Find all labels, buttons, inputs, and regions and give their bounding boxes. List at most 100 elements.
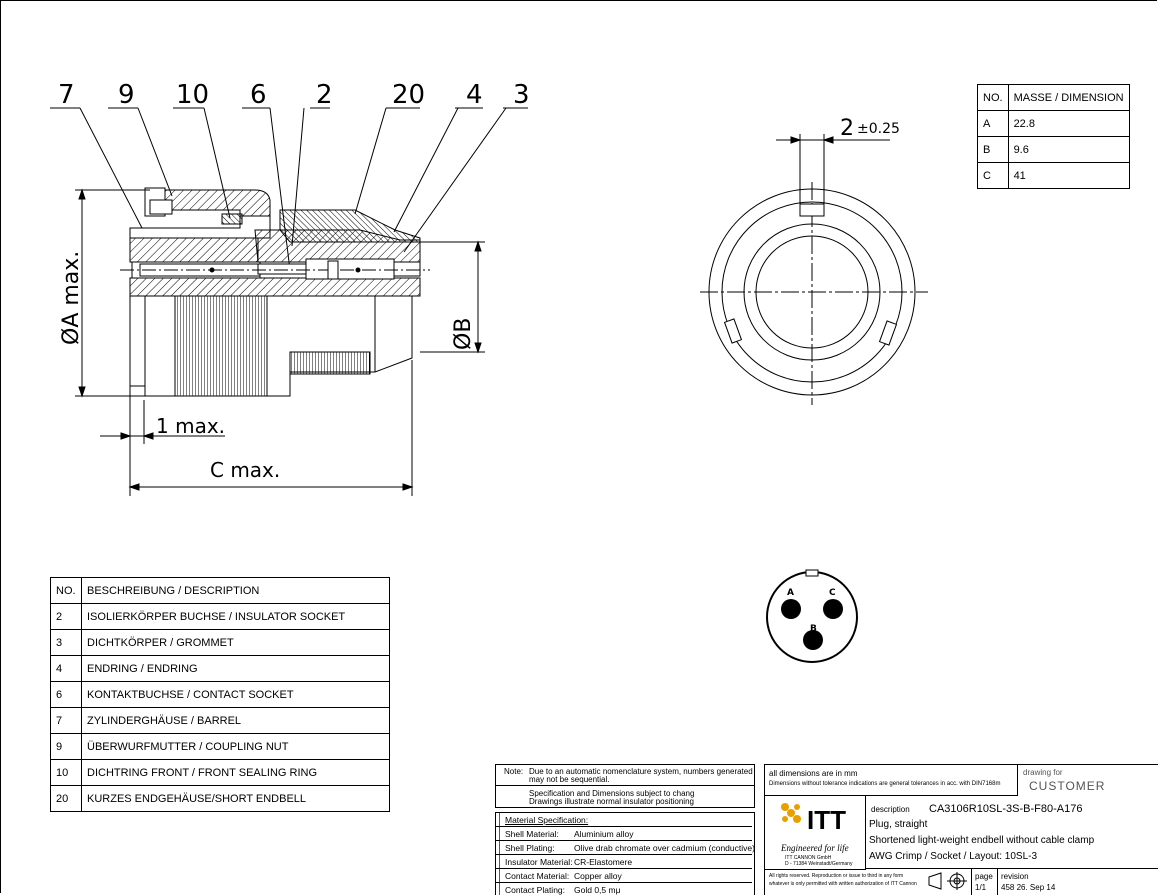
dims-cell: A (977, 110, 1009, 137)
table-row: NO. MASSE / DIMENSION (977, 84, 1130, 111)
material-title: Material Specification: (505, 815, 589, 825)
exterior-view (129, 295, 413, 397)
dim-b-label: ØB (451, 318, 476, 350)
units-line: all dimensions are in mm (769, 769, 858, 778)
table-row: A 22.8 (977, 110, 1130, 137)
material-value: Olive drab chromate over cadmium (conduc… (574, 843, 755, 853)
revision-value: 458 26. Sep 14 (1001, 883, 1056, 892)
material-label: Shell Material: (505, 829, 559, 839)
dim-one-max: 1 max. (156, 414, 225, 438)
contact-layout: A C B (766, 569, 858, 663)
callout-9: 9 (118, 80, 135, 110)
material-value: CR-Elastomere (574, 857, 633, 867)
parts-cell: DICHTKÖRPER / GROMMET (81, 629, 390, 656)
parts-cell: 20 (50, 785, 82, 812)
company-line-2: D - 71384 Weinstadt/Germany (785, 861, 853, 867)
contact-b (803, 630, 823, 650)
drawing-for-value: CUSTOMER (1029, 779, 1106, 793)
table-row: NO. BESCHREIBUNG / DESCRIPTION (50, 577, 390, 604)
part-number: CA3106R10SL-3S-B-F80-A176 (929, 803, 1083, 815)
description-line-3: AWG Crimp / Socket / Layout: 10SL-3 (869, 851, 1038, 862)
contact-label-c: C (829, 588, 836, 598)
section-view (120, 187, 430, 297)
material-label: Contact Plating: (505, 885, 566, 895)
parts-cell: KURZES ENDGEHÄUSE/SHORT ENDBELL (81, 785, 390, 812)
parts-header-description: BESCHREIBUNG / DESCRIPTION (81, 577, 390, 604)
material-title-row: Material Specification: (496, 813, 752, 827)
tagline: Engineered for life (781, 843, 849, 853)
title-block: all dimensions are in mm Dimensions with… (764, 764, 1158, 895)
itt-logo-icon (781, 803, 801, 823)
parts-cell: DICHTRING FRONT / FRONT SEALING RING (81, 759, 390, 786)
notes-label: Note: (504, 767, 524, 776)
material-row: Contact Material: Copper alloy (496, 869, 752, 883)
dims-cell: 41 (1007, 162, 1130, 189)
callout-10: 10 (176, 80, 209, 110)
dimensions-table: NO. MASSE / DIMENSION A 22.8 B 9.6 C 41 (977, 84, 1130, 189)
dims-cell: 22.8 (1007, 110, 1130, 137)
dims-cell: C (977, 162, 1009, 189)
dimension-lines (75, 188, 485, 496)
dims-cell: B (977, 136, 1009, 163)
callout-20: 20 (392, 80, 425, 110)
notes-box: Note: Due to an automatic nomenclature s… (495, 764, 755, 808)
material-label: Contact Material: (505, 871, 570, 881)
material-row: Insulator Material: CR-Elastomere (496, 855, 752, 869)
drawing-for-label: drawing for (1023, 768, 1063, 777)
contact-c (823, 599, 843, 619)
dim-a-label: ØA max. (59, 251, 84, 345)
rights-line-1: All rights reserved. Reproduction or iss… (769, 873, 904, 879)
key-tolerance: ±0.25 (857, 121, 900, 137)
parts-cell: 3 (50, 629, 82, 656)
callout-4: 4 (466, 80, 483, 110)
notes-line-4: Drawings illustrate normal insulator pos… (529, 797, 694, 806)
parts-cell: 4 (50, 655, 82, 682)
material-label: Insulator Material: (505, 857, 573, 867)
material-value: Copper alloy (574, 871, 622, 881)
description-label: description (871, 805, 910, 814)
parts-cell: 2 (50, 603, 82, 630)
parts-cell: 7 (50, 707, 82, 734)
table-row: B 9.6 (977, 136, 1130, 163)
page-value: 1/1 (975, 883, 987, 892)
company-line-1: ITT CANNON GmbH (785, 855, 832, 861)
parts-header-no: NO. (50, 577, 82, 604)
callout-6: 6 (250, 80, 267, 110)
parts-cell: 9 (50, 733, 82, 760)
contact-label-a: A (787, 588, 794, 598)
callouts: 7 9 10 6 2 20 4 3 (58, 80, 530, 110)
dims-header-dimension: MASSE / DIMENSION (1007, 84, 1130, 111)
projection-symbol-icon (928, 872, 967, 890)
table-row: C 41 (977, 162, 1130, 189)
callout-7: 7 (58, 80, 75, 110)
contact-a (781, 599, 801, 619)
parts-cell: ZYLINDERGHÄUSE / BARREL (81, 707, 390, 734)
revision-label: revision (1001, 872, 1029, 881)
rights-line-2: whatever is only permitted with written … (769, 881, 917, 887)
front-view (700, 134, 928, 405)
key-width: 2 (840, 116, 854, 141)
logo-area: ITT Engineered for life ITT CANNON GmbH … (765, 795, 866, 870)
parts-cell: ENDRING / ENDRING (81, 655, 390, 682)
material-value: Gold 0,5 mμ (574, 885, 621, 895)
callout-3: 3 (513, 80, 530, 110)
dim-c-max: C max. (210, 458, 280, 482)
contact-label-b: B (810, 624, 817, 634)
material-spec: Material Specification: Shell Material: … (495, 812, 755, 895)
notes-line-3: Specification and Dimensions subject to … (529, 789, 695, 798)
material-row: Contact Plating: Gold 0,5 mμ (496, 883, 752, 896)
description-line-1: Plug, straight (869, 819, 928, 830)
description-line-2: Shortened light-weight endbell without c… (869, 835, 1095, 846)
itt-logo-text: ITT (807, 805, 846, 835)
material-value: Aluminium alloy (574, 829, 634, 839)
